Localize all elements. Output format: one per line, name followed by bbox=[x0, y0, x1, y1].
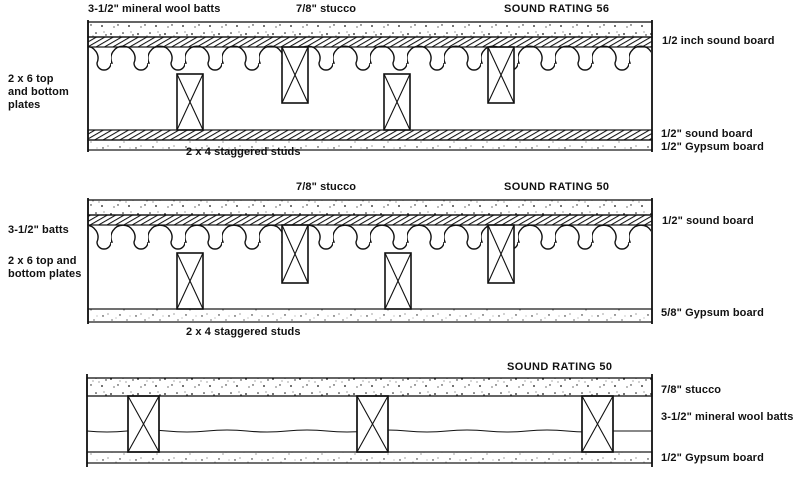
stud bbox=[384, 252, 412, 310]
stucco-layer bbox=[87, 199, 653, 216]
stucco-layer bbox=[87, 21, 653, 38]
gypsum-layer bbox=[86, 451, 653, 464]
d2-batts-label: 3-1/2" batts bbox=[8, 224, 69, 236]
section-edges bbox=[86, 374, 653, 467]
d1-plates-label-line3: plates bbox=[8, 99, 41, 111]
stud bbox=[487, 224, 515, 284]
stud bbox=[356, 395, 389, 453]
d1-gypsum-label: 1/2" Gypsum board bbox=[661, 141, 764, 153]
stud bbox=[487, 46, 515, 104]
sound-board-layer bbox=[87, 214, 653, 226]
stud bbox=[281, 224, 309, 284]
stucco-layer bbox=[86, 377, 653, 397]
sound-board-layer-top bbox=[87, 36, 653, 48]
stud bbox=[383, 73, 411, 131]
d1-sound-rating: SOUND RATING 56 bbox=[504, 3, 610, 15]
stud bbox=[176, 252, 204, 310]
stud bbox=[581, 395, 614, 453]
mineral-wool-batt-line bbox=[86, 429, 652, 433]
stud bbox=[127, 395, 160, 453]
d2-sound-board-label: 1/2" sound board bbox=[662, 215, 754, 227]
d1-stucco-label: 7/8" stucco bbox=[296, 3, 357, 15]
sound-board-layer-bottom bbox=[87, 129, 653, 141]
gypsum-layer bbox=[87, 139, 653, 151]
d1-plates-label-line1: 2 x 6 top bbox=[8, 73, 54, 85]
wall-section-top bbox=[87, 20, 653, 152]
d3-mineral-wool-label: 3-1/2" mineral wool batts bbox=[661, 411, 794, 423]
section-edges bbox=[87, 198, 653, 324]
section-edges bbox=[87, 20, 653, 152]
d1-mineral-wool-label: 3-1/2" mineral wool batts bbox=[88, 3, 221, 15]
wall-section-middle bbox=[87, 198, 653, 324]
gypsum-layer bbox=[87, 308, 653, 323]
stud bbox=[281, 46, 309, 104]
d2-plates-label-line1: 2 x 6 top and bbox=[8, 255, 77, 267]
d1-staggered-studs-label: 2 x 4 staggered studs bbox=[186, 146, 301, 158]
insulation-wave bbox=[89, 45, 651, 71]
d1-plates-label-line2: and bottom bbox=[8, 86, 69, 98]
d3-sound-rating: SOUND RATING 50 bbox=[507, 361, 613, 373]
d2-stucco-label: 7/8" stucco bbox=[296, 181, 357, 193]
d2-plates-label-line2: bottom plates bbox=[8, 268, 82, 280]
d2-gypsum-label: 5/8" Gypsum board bbox=[661, 307, 764, 319]
d2-sound-rating: SOUND RATING 50 bbox=[504, 181, 610, 193]
d1-sound-board-top-label: 1/2 inch sound board bbox=[662, 35, 775, 47]
d3-gypsum-label: 1/2" Gypsum board bbox=[661, 452, 764, 464]
wall-section-bottom bbox=[86, 374, 653, 467]
stud bbox=[176, 73, 204, 131]
d2-staggered-studs-label: 2 x 4 staggered studs bbox=[186, 326, 301, 338]
d1-sound-board-bottom-label: 1/2" sound board bbox=[661, 128, 753, 140]
d3-stucco-label: 7/8" stucco bbox=[661, 384, 722, 396]
insulation-wave bbox=[89, 224, 651, 251]
